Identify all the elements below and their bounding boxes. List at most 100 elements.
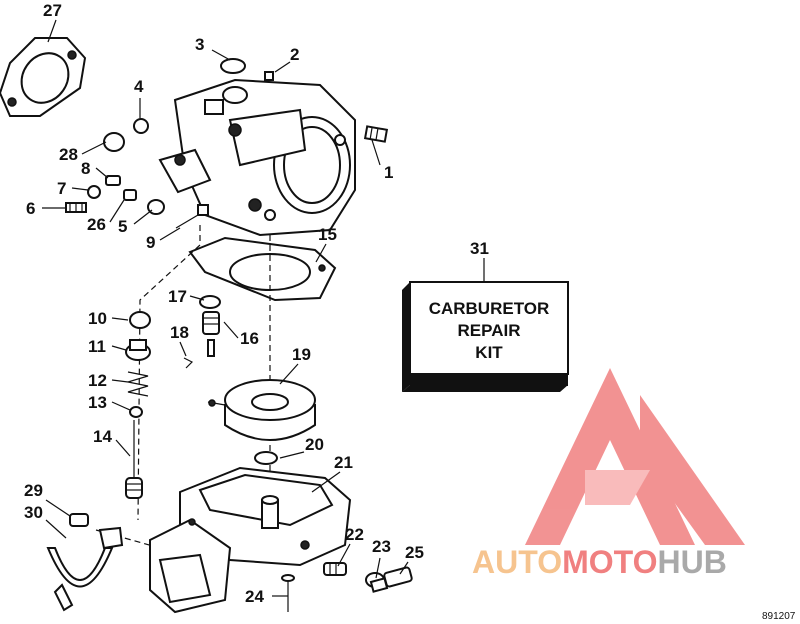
part-leader-lines — [42, 19, 485, 597]
part-24-screw — [281, 574, 295, 612]
leader-line-29 — [45, 499, 71, 517]
kit-label-line1: CARBURETOR — [429, 299, 550, 318]
figure-code: 891207 — [762, 611, 796, 622]
leader-line-25 — [399, 561, 409, 575]
part-number-27: 27 — [43, 1, 62, 20]
leader-line-23 — [375, 557, 381, 579]
part-13-washer — [129, 406, 143, 418]
part-22-screw — [323, 562, 347, 576]
part-8-lever — [105, 175, 121, 186]
logo-text-moto: MOTO — [562, 544, 657, 580]
part-18-clip — [183, 357, 194, 369]
part-31-carburetor-repair-kit-box: CARBURETOR REPAIR KIT — [402, 281, 569, 392]
leader-line-26 — [109, 199, 125, 223]
logo-text-auto: AUTO — [472, 544, 562, 580]
part-number-18: 18 — [170, 323, 189, 342]
leader-line-16 — [223, 321, 239, 339]
part-28-nut — [103, 132, 125, 152]
leader-line-8 — [95, 167, 109, 179]
leader-line-13 — [111, 401, 131, 411]
leader-line-20 — [279, 451, 305, 459]
part-7-washer — [87, 185, 101, 199]
leader-line-11 — [111, 345, 127, 351]
part-12-spring — [127, 371, 149, 397]
leader-line-30 — [45, 519, 67, 539]
part-number-31: 31 — [470, 239, 489, 258]
leader-line-3 — [211, 49, 231, 61]
part-20-gasket — [254, 451, 278, 465]
part-number-20: 20 — [305, 435, 324, 454]
logo-text-hub: HUB — [657, 544, 726, 580]
part-number-26: 26 — [87, 215, 106, 234]
part-number-22: 22 — [345, 525, 364, 544]
kit-label-line2: REPAIR — [458, 321, 521, 340]
leader-line-28 — [81, 141, 107, 155]
part-number-29: 29 — [24, 481, 43, 500]
part-26-fitting — [123, 189, 137, 201]
watermark-logo-icon — [525, 368, 745, 545]
leader-line-5 — [133, 209, 153, 225]
leader-line-2 — [274, 61, 291, 73]
part-27-flange-gasket — [0, 37, 87, 117]
part-number-7: 7 — [57, 179, 66, 198]
part-21-float-bowl — [149, 466, 352, 614]
part-9-pin — [175, 214, 199, 229]
part-number-21: 21 — [334, 453, 353, 472]
leader-line-18 — [179, 341, 187, 357]
part-10-plug — [129, 311, 151, 329]
part-number-17: 17 — [168, 287, 187, 306]
part-number-19: 19 — [292, 345, 311, 364]
part-11-nozzle — [125, 339, 151, 361]
leader-line-21 — [311, 471, 341, 493]
part-number-23: 23 — [372, 537, 391, 556]
part-number-15: 15 — [318, 225, 337, 244]
part-number-3: 3 — [195, 35, 204, 54]
leader-line-1 — [371, 139, 381, 166]
part-2-plug — [264, 71, 274, 81]
part-14-needle — [125, 420, 143, 499]
leader-line-7 — [71, 187, 89, 191]
part-3-expansion-plug — [220, 58, 246, 74]
part-30-clamp — [46, 526, 124, 612]
part-number-8: 8 — [81, 159, 90, 178]
leader-line-22 — [337, 543, 351, 567]
part-number-10: 10 — [88, 309, 107, 328]
watermark-logo-text: AUTOMOTOHUB — [472, 544, 727, 580]
part-19-float — [207, 379, 316, 441]
part-number-24: 24 — [245, 587, 264, 606]
part-1-screw — [363, 125, 389, 143]
part-17-washer — [199, 295, 221, 309]
part-number-14: 14 — [93, 427, 112, 446]
part-6-screw — [65, 202, 87, 213]
part-25-fitting — [369, 566, 413, 593]
part-number-28: 28 — [59, 145, 78, 164]
leader-line-27 — [47, 19, 57, 43]
part-number-9: 9 — [146, 233, 155, 252]
leader-line-15 — [315, 243, 327, 263]
part-carburetor-body — [158, 78, 356, 237]
part-number-4: 4 — [134, 77, 144, 96]
part-number-5: 5 — [118, 217, 127, 236]
part-4-ball — [133, 118, 149, 134]
part-29-screw — [69, 513, 89, 527]
part-number-1: 1 — [384, 163, 393, 182]
part-number-13: 13 — [88, 393, 107, 412]
leader-line-19 — [279, 363, 299, 385]
part-number-25: 25 — [405, 543, 424, 562]
leader-line-17 — [189, 295, 205, 301]
leader-line-12 — [111, 379, 129, 383]
part-number-16: 16 — [240, 329, 259, 348]
part-number-labels: 1234567891011121314151617181920212223242… — [24, 1, 489, 606]
part-number-2: 2 — [290, 45, 299, 64]
part-number-6: 6 — [26, 199, 35, 218]
leader-line-10 — [111, 317, 129, 321]
part-number-12: 12 — [88, 371, 107, 390]
part-15-gasket — [188, 236, 337, 302]
leader-line-14 — [115, 439, 131, 457]
alignment-line-left — [137, 225, 201, 521]
leader-line-9 — [159, 227, 181, 241]
part-16-inlet-needle-seat — [202, 311, 220, 357]
part-number-30: 30 — [24, 503, 43, 522]
kit-label-line3: KIT — [475, 343, 503, 362]
